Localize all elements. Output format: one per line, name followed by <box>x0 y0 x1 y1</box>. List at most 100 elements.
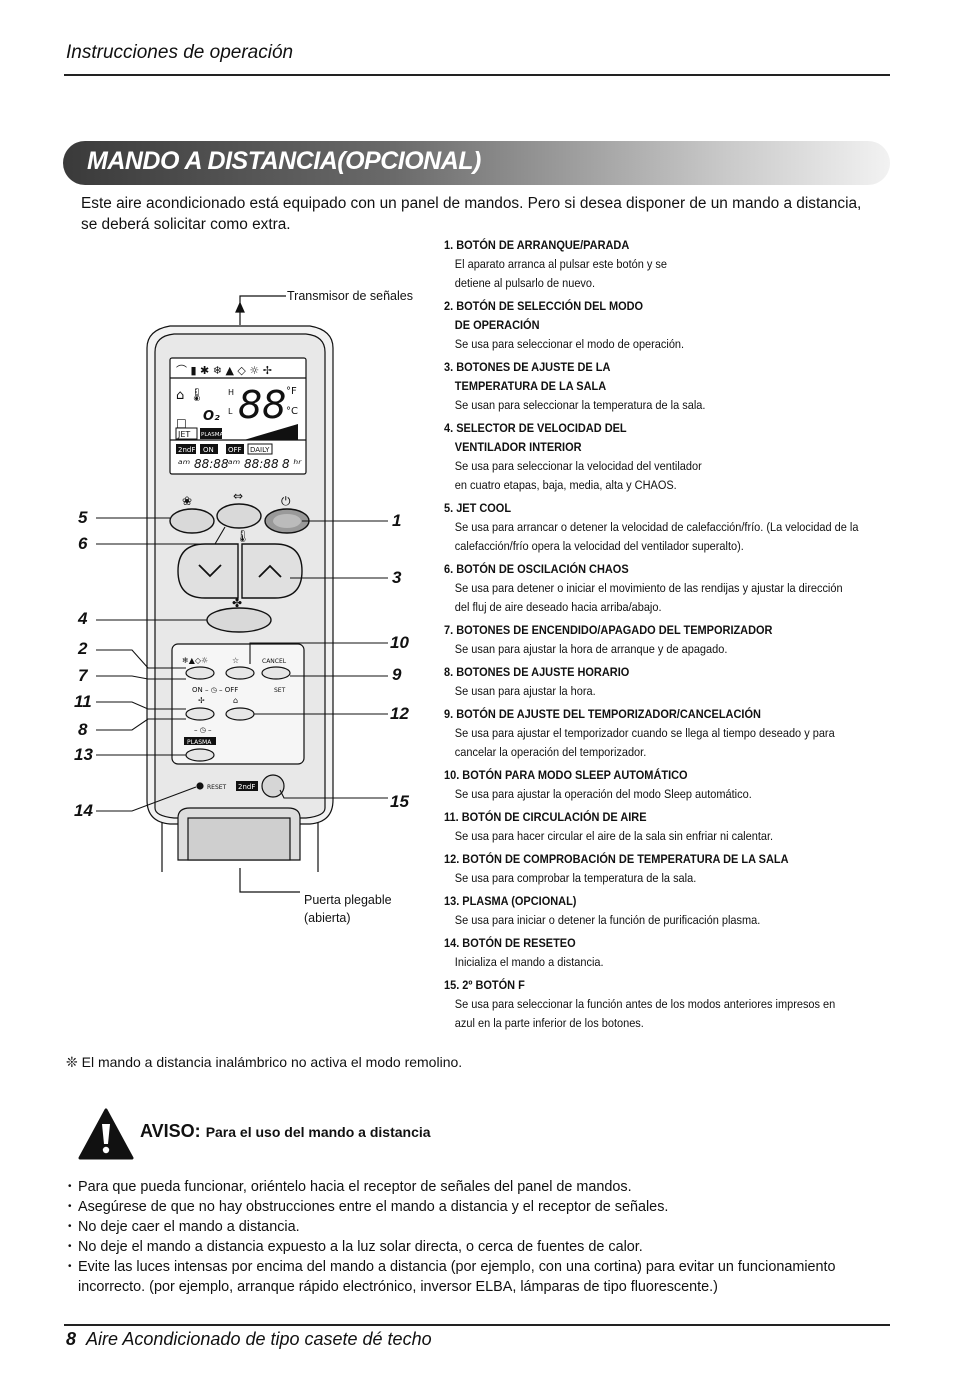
list-item-description: Se usa para seleccionar la velocidad del… <box>454 459 702 473</box>
list-item-description: calefacción/frío opera la velocidad del … <box>454 539 744 553</box>
air-circulation-button <box>185 707 215 721</box>
list-item: 6. BOTÓN DE OSCILACIÓN CHAOS Se usa para … <box>444 560 904 617</box>
list-item: 1. BOTÓN DE ARRANQUE/PARADA El aparato ar… <box>444 236 904 293</box>
list-item-heading: 11. BOTÓN DE CIRCULACIÓN DE AIRE <box>444 810 647 824</box>
warning-bullet: Asegúrese de que no hay obstrucciones en… <box>68 1197 868 1217</box>
list-item-heading: 6. BOTÓN DE OSCILACIÓN CHAOS <box>444 562 629 576</box>
lcd-digits: 88 <box>238 383 286 427</box>
list-item-heading: 12. BOTÓN DE COMPROBACIÓN DE TEMPERATURA… <box>444 852 789 866</box>
list-item-heading: 15. 2º BOTÓN F <box>444 978 525 992</box>
callout-12: 12 <box>390 704 409 723</box>
on-off-label: ON – ◷ – OFF <box>192 686 238 694</box>
list-item: 10. BOTÓN PARA MODO SLEEP AUTOMÁTICO Se u… <box>444 766 904 804</box>
list-item-description: Se usa para hacer circular el aire de la… <box>454 829 774 843</box>
list-item-description: Se usan para seleccionar la temperatura … <box>454 398 706 412</box>
warning-heading: AVISO: Para el uso del mando a distancia <box>140 1121 431 1142</box>
reset-button <box>196 782 204 790</box>
callout-15: 15 <box>390 792 409 811</box>
list-item-heading: 14. BOTÓN DE RESETEO <box>444 936 576 950</box>
list-item-description: Inicializa el mando a distancia. <box>454 955 604 969</box>
list-item-description: Se usa para comprobar la temperatura de … <box>454 871 697 885</box>
callout-14: 14 <box>74 801 93 820</box>
lcd-h: H <box>228 388 234 397</box>
list-item-description: Se usa para seleccionar el modo de opera… <box>454 337 685 351</box>
svg-text:⌂ 🌡: ⌂ 🌡 <box>176 387 205 403</box>
warning-bullets: Para que pueda funcionar, oriéntelo haci… <box>68 1177 868 1297</box>
header-title: Instrucciones de operación <box>66 42 294 63</box>
list-item-heading: 10. BOTÓN PARA MODO SLEEP AUTOMÁTICO <box>444 768 688 782</box>
lcd-daily: DAILY <box>250 446 270 454</box>
footnote: ❊ El mando a distancia inalámbrico no ac… <box>66 1054 463 1070</box>
temp-down-button <box>177 543 239 599</box>
svg-text:☐: ☐ <box>176 417 187 431</box>
transmitter-leader <box>239 295 286 325</box>
intro-text: Este aire acondicionado está equipado co… <box>81 195 862 233</box>
warning-bullet: No deje el mando a distancia expuesto a … <box>68 1237 868 1257</box>
svg-text:⌒ ▮ ✱ ❄ ▲ ◇ ☼ ✢: ⌒ ▮ ✱ ❄ ▲ ◇ ☼ ✢ <box>176 364 272 377</box>
callout-10: 10 <box>390 633 409 652</box>
svg-text:ᵃᵐ 88:88: ᵃᵐ 88:88 <box>178 457 229 471</box>
list-item-heading-cont: DE OPERACIÓN <box>454 318 540 332</box>
list-item-heading: 8. BOTONES DE AJUSTE HORARIO <box>444 665 630 679</box>
lcd-plasma: PLASMA <box>201 432 224 438</box>
header-rule <box>64 74 890 76</box>
mode-button <box>185 666 215 680</box>
callout-5: 5 <box>78 508 88 527</box>
list-item-heading: 5. JET COOL <box>444 501 512 515</box>
lcd-off: OFF <box>228 446 242 454</box>
list-item-description: detiene al pulsarlo de nuevo. <box>454 276 596 290</box>
list-item: 14. BOTÓN DE RESETEO Inicializa el mando … <box>444 934 904 972</box>
list-item-description: Se usan para ajustar la hora de arranque… <box>454 642 728 656</box>
callout-13: 13 <box>74 745 93 764</box>
callout-1: 1 <box>392 511 402 530</box>
list-item-description: El aparato arranca al pulsar este botón … <box>454 257 667 271</box>
list-item-heading: 1. BOTÓN DE ARRANQUE/PARADA <box>444 238 630 252</box>
callout-7: 7 <box>78 666 88 685</box>
list-item-description: Se usa para ajustar la operación del mod… <box>454 787 752 801</box>
footer-rule <box>64 1324 890 1326</box>
callout-11: 11 <box>74 692 92 711</box>
lcd-l: L <box>228 407 233 416</box>
lcd-on: ON <box>203 446 214 454</box>
temp-up-button <box>241 543 303 599</box>
second-f-label: 2ndF <box>238 783 255 791</box>
svg-text:❄▲◇☼: ❄▲◇☼ <box>182 656 208 665</box>
plasma-button <box>185 748 215 762</box>
warning-bullet: Evite las luces intensas por encima del … <box>68 1257 868 1297</box>
room-temp-check-button <box>225 707 255 721</box>
callout-4: 4 <box>78 609 88 628</box>
list-item: 15. 2º BOTÓN F Se usa para seleccionar la… <box>444 976 904 1033</box>
lcd-o2: O₂ <box>203 409 220 424</box>
callout-6: 6 <box>78 534 88 553</box>
button-descriptions: 1. BOTÓN DE ARRANQUE/PARADA El aparato ar… <box>444 236 904 1037</box>
svg-text:✢: ✢ <box>198 696 205 705</box>
callout-9: 9 <box>392 665 402 684</box>
list-item: 2. BOTÓN DE SELECCIÓN DEL MODO DE OPERACI… <box>444 297 904 354</box>
transmitter-label: Transmisor de señales <box>287 289 413 303</box>
list-item: 11. BOTÓN DE CIRCULACIÓN DE AIRE Se usa p… <box>444 808 904 846</box>
list-item-description: azul en la parte inferior de los botones… <box>454 1016 644 1030</box>
timer-cancel-button <box>261 666 291 680</box>
warning-title: AVISO: <box>140 1121 201 1141</box>
list-item-description: Se usa para seleccionar la función antes… <box>454 997 836 1011</box>
section-banner: MANDO A DISTANCIA(OPCIONAL) <box>63 141 890 185</box>
svg-text:⇔: ⇔ <box>233 489 243 503</box>
list-item-description: Se usa para detener o iniciar el movimie… <box>454 581 843 595</box>
second-f-button <box>261 774 285 798</box>
set-label: SET <box>274 687 286 694</box>
svg-text:☆: ☆ <box>232 656 239 665</box>
svg-text:❀: ❀ <box>182 494 192 508</box>
plasma-label: PLASMA <box>187 739 212 746</box>
callout-2: 2 <box>78 639 88 658</box>
sleep-button <box>225 666 255 680</box>
list-item-heading: 9. BOTÓN DE AJUSTE DEL TEMPORIZADOR/CANC… <box>444 707 761 721</box>
list-item-description: en cuatro etapas, baja, media, alta y CH… <box>454 478 677 492</box>
chaos-swing-button <box>216 503 262 529</box>
list-item-heading-cont: VENTILADOR INTERIOR <box>454 440 582 454</box>
list-item: 9. BOTÓN DE AJUSTE DEL TEMPORIZADOR/CANC… <box>444 705 904 762</box>
list-item-heading: 2. BOTÓN DE SELECCIÓN DEL MODO <box>444 299 644 313</box>
